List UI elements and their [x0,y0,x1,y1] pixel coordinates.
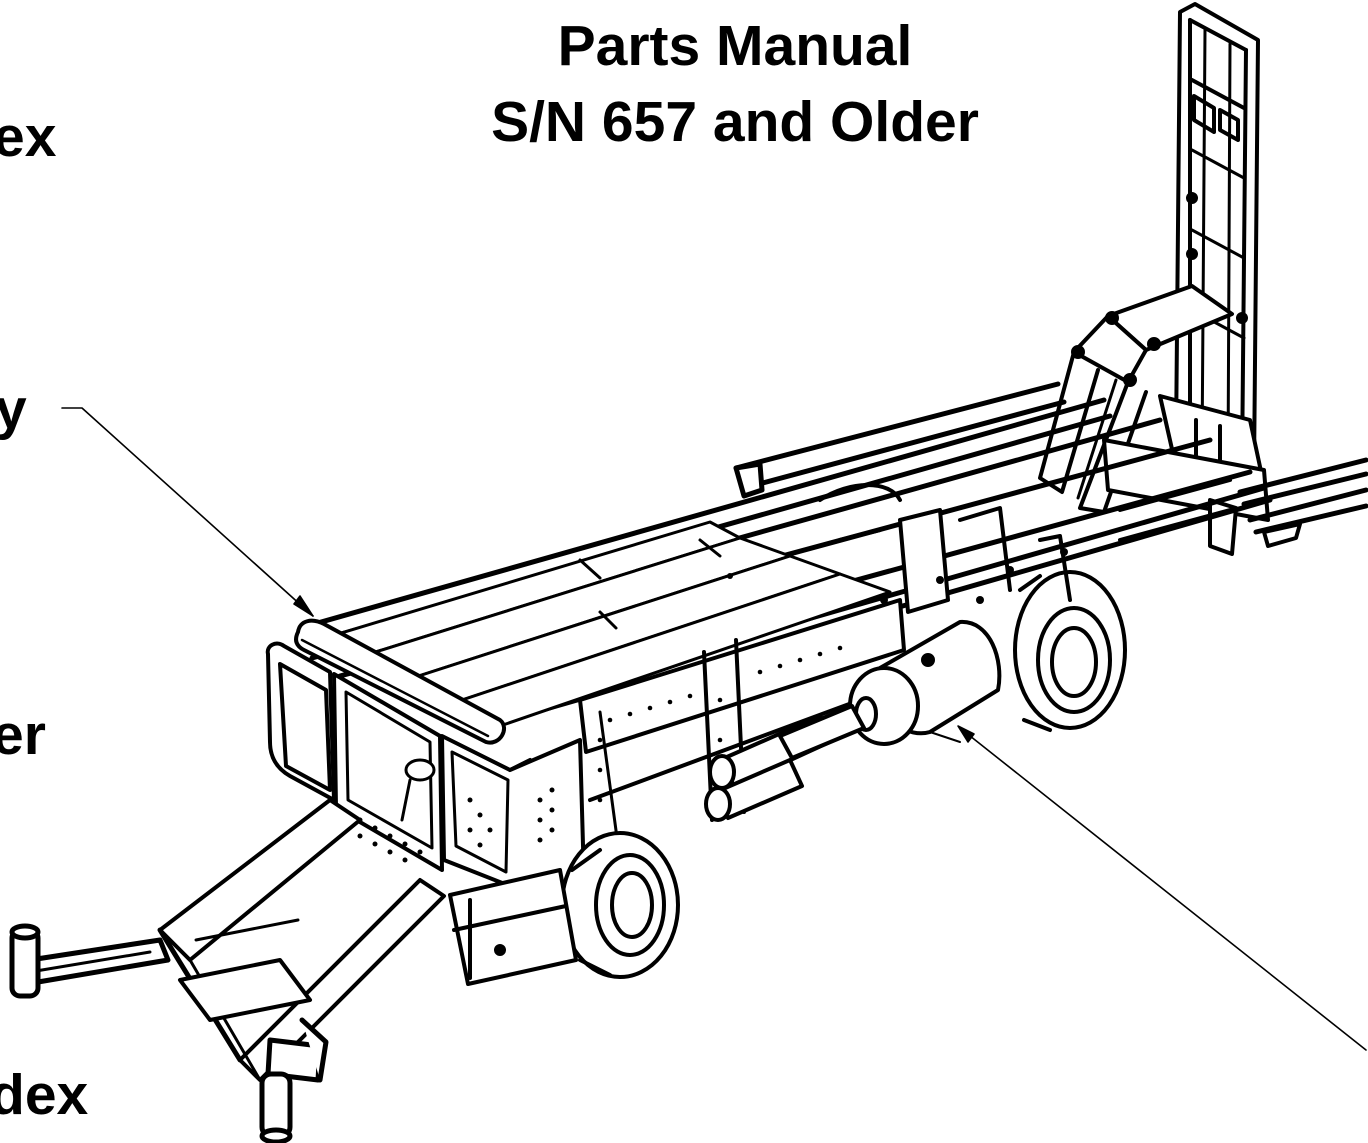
front-frame [157,798,446,1082]
cab-rivets [357,787,555,863]
manual-title: Parts Manual S/N 657 and Older [400,8,1070,160]
front-right-outrigger [259,1017,329,1143]
title-line-1: Parts Manual [557,14,913,78]
left-link-2[interactable]: y [0,377,27,441]
front-left-outrigger [9,923,171,999]
frame-details [727,548,1068,604]
front-wheel [560,831,680,979]
air-tanks [704,704,866,822]
left-link-3[interactable]: er [0,703,46,767]
title-line-2: S/N 657 and Older [491,90,979,154]
leader-lines [61,407,1367,1051]
cross-members [818,478,1232,614]
deck-plates [316,520,892,728]
cab-roof [294,618,506,745]
lift-arm [1038,284,1234,514]
steering-wheel [400,758,436,822]
left-link-4[interactable]: dex [0,1063,89,1127]
rear-wheels [1013,570,1127,732]
left-link-1[interactable]: ex [0,105,57,169]
main-frame-rail [578,598,906,862]
battery-box [448,868,578,986]
upper-side-rail [733,381,1067,499]
